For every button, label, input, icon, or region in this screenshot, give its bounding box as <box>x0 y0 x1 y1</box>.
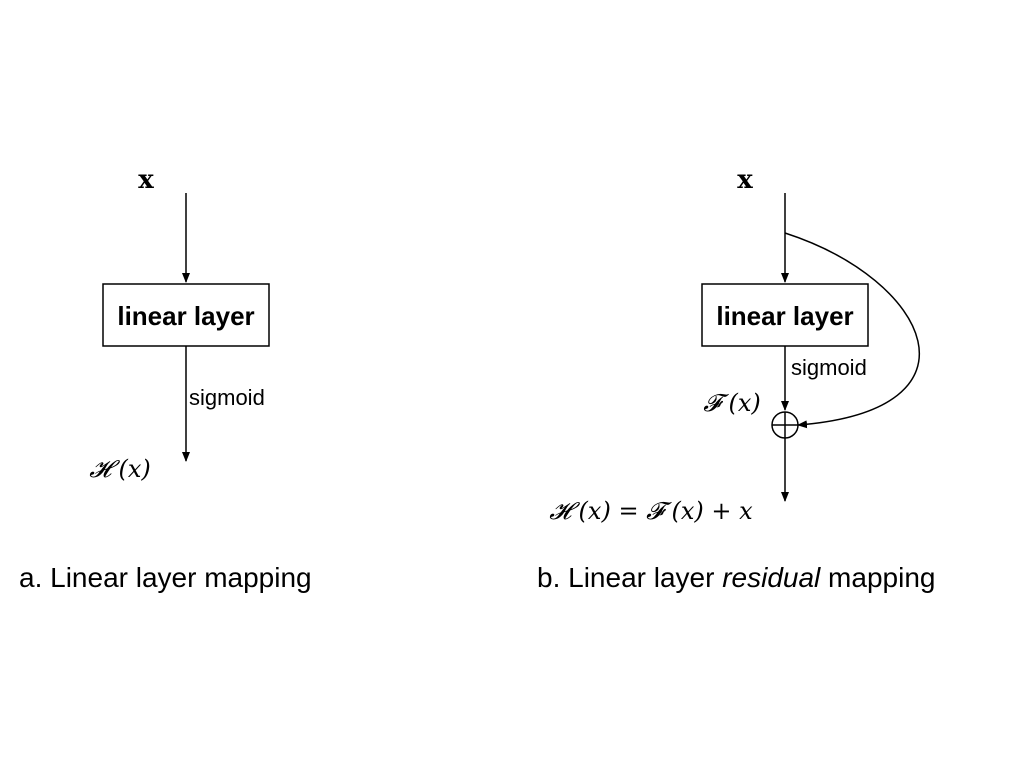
panel-a: x linear layer sigmoid 𝓗 (x) a. Linear l… <box>19 165 312 593</box>
panel-b-caption: b. Linear layer residual mapping <box>537 562 935 593</box>
panel-b-activation-label: sigmoid <box>791 355 867 380</box>
panel-a-linear-layer-label: linear layer <box>117 301 254 331</box>
panel-b-residual-label: 𝓕 (x) <box>703 389 761 417</box>
panel-a-output-label: 𝓗 (x) <box>89 455 151 483</box>
panel-b-caption-suffix: mapping <box>820 562 935 593</box>
panel-b-caption-emphasis: residual <box>722 562 821 593</box>
panel-a-activation-label: sigmoid <box>189 385 265 410</box>
panel-a-caption: a. Linear layer mapping <box>19 562 312 593</box>
panel-b-caption-prefix: b. Linear layer <box>537 562 722 593</box>
panel-b-input-label: x <box>737 165 753 195</box>
panel-b: x linear layer sigmoid 𝓕 (x) 𝓗 (x) = 𝓕 (… <box>537 165 935 593</box>
panel-b-linear-layer-label: linear layer <box>716 301 853 331</box>
panel-b-output-label: 𝓗 (x) = 𝓕 (x) + x <box>549 497 753 525</box>
panel-a-input-label: x <box>138 165 154 195</box>
panel-b-skip-connection <box>784 232 920 429</box>
panel-b-add-node <box>771 411 799 439</box>
